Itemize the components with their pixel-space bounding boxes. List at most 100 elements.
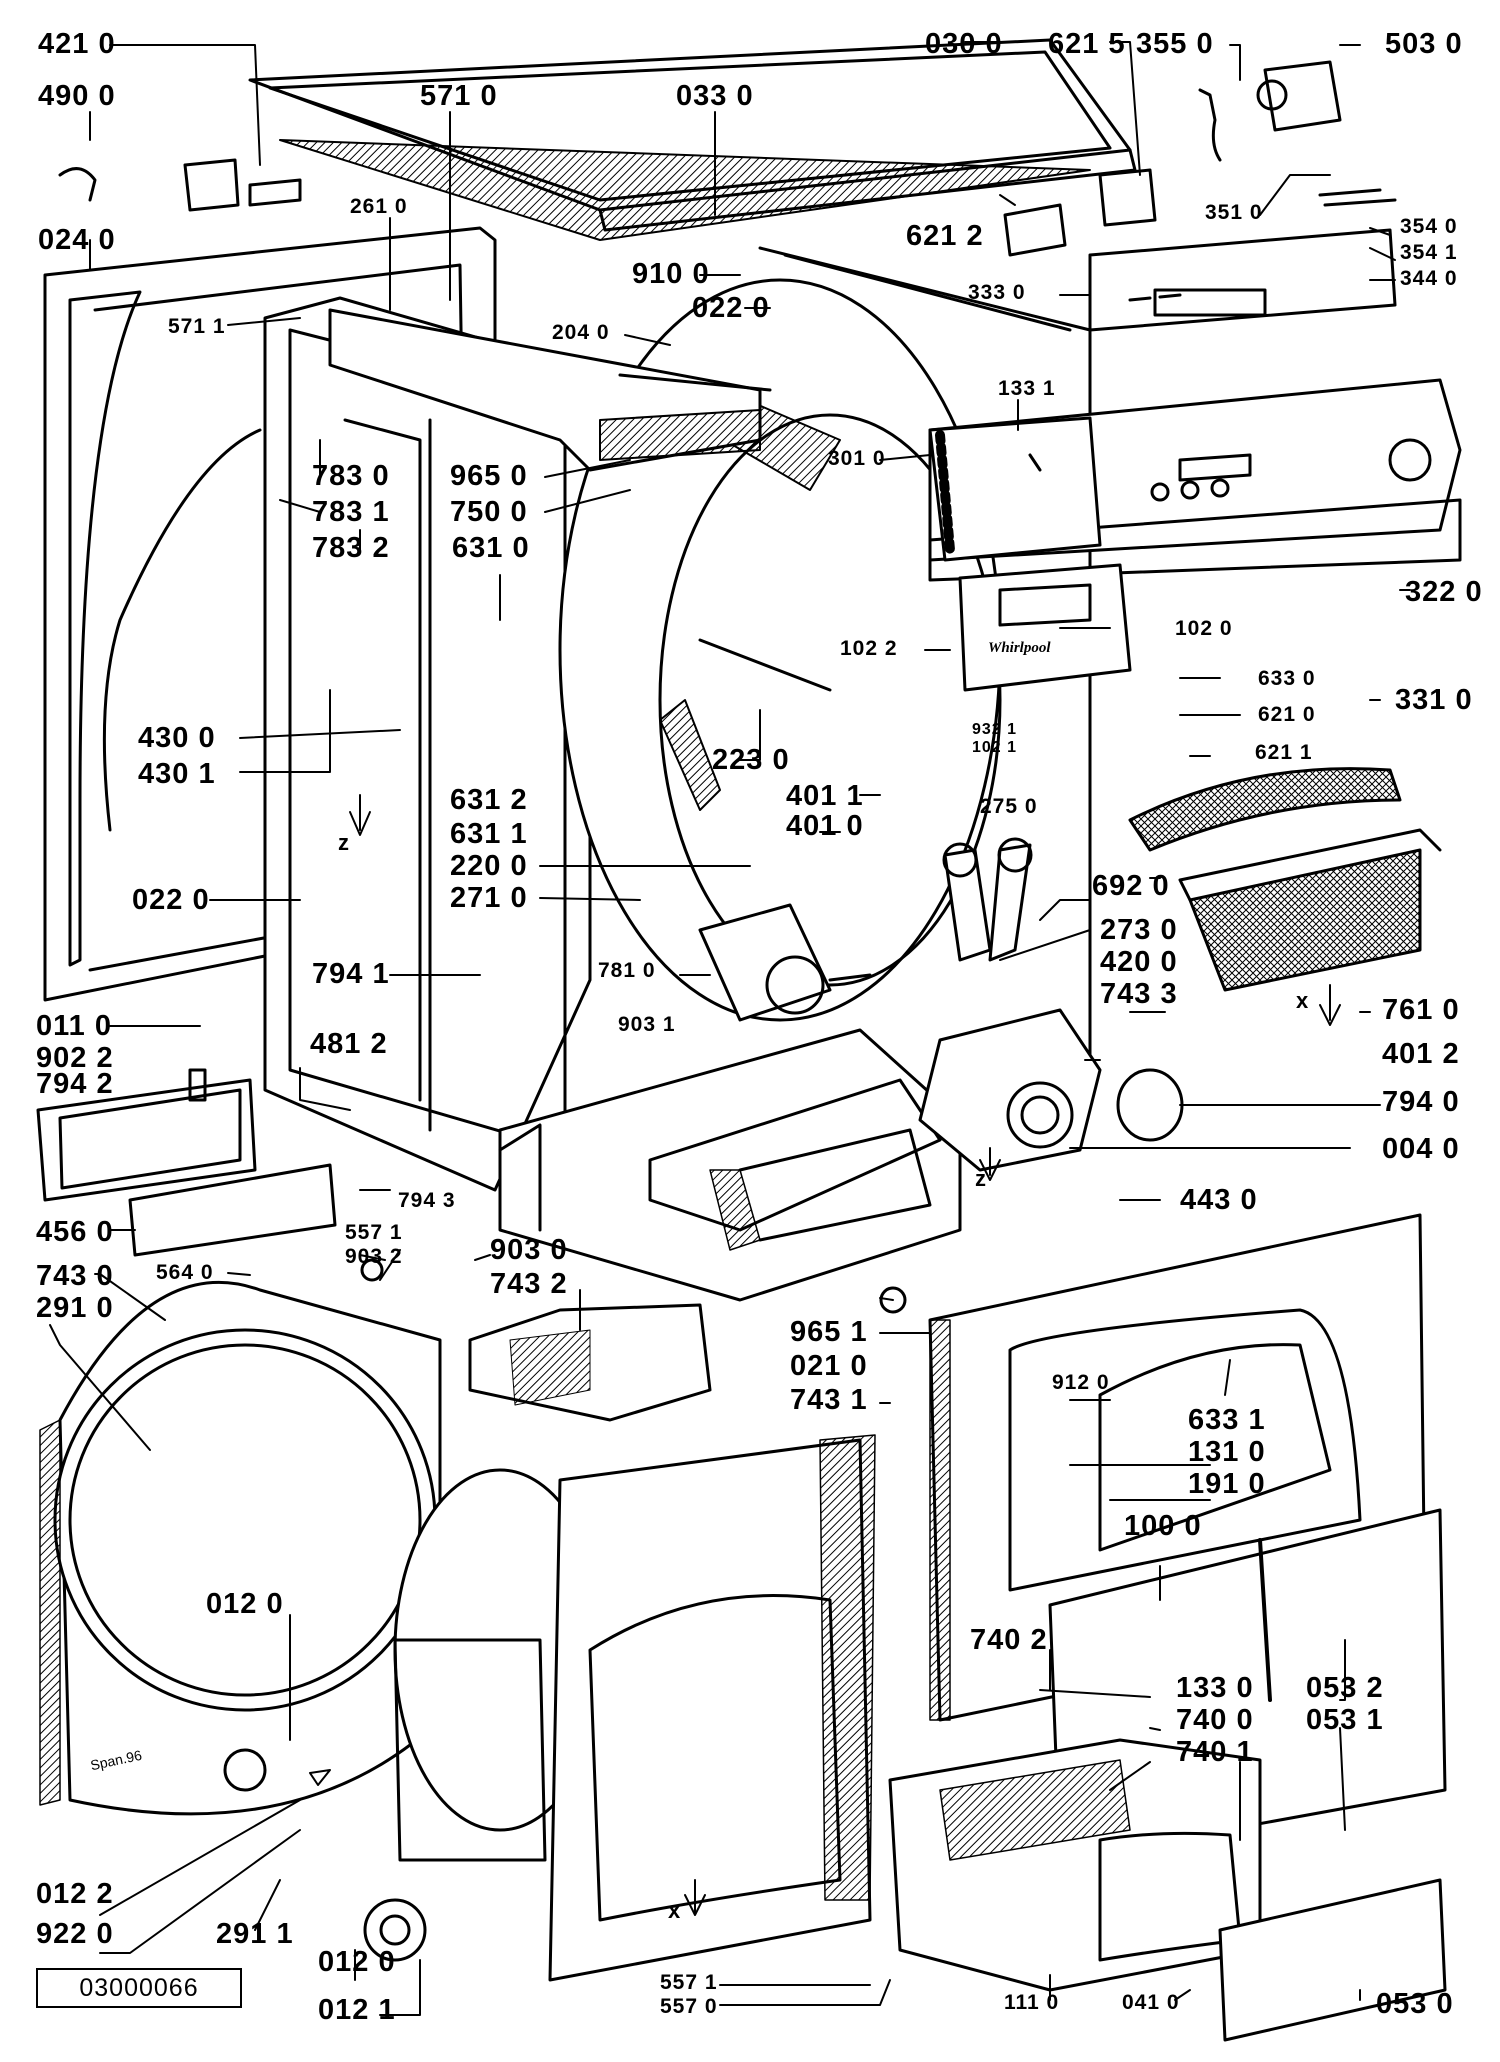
part-label: 355 0	[1136, 28, 1214, 60]
part-label: 633 0	[1258, 667, 1316, 690]
part-label: 783 1	[312, 496, 390, 528]
tension-arm-part	[942, 837, 1033, 962]
part-label: 102 0	[1175, 617, 1233, 640]
part-label: 557 1	[345, 1221, 403, 1244]
part-label: 932 1	[972, 721, 1018, 738]
part-label: 965 0	[450, 460, 528, 492]
part-label: 102 1	[972, 739, 1018, 756]
part-label: 322 0	[1405, 576, 1483, 608]
part-label: 133 1	[998, 377, 1056, 400]
part-label: 421 0	[38, 28, 116, 60]
part-label: 331 0	[1395, 684, 1473, 716]
belt-ring-part	[1116, 1068, 1184, 1142]
top-cover-part	[248, 38, 1137, 241]
part-label: 022 0	[692, 292, 770, 324]
part-label: 354 1	[1400, 241, 1458, 264]
direction-arrows	[309, 794, 1341, 1916]
part-label: 430 0	[138, 722, 216, 754]
part-label: 420 0	[1100, 946, 1178, 978]
kick-panel-part	[1218, 1878, 1447, 2042]
heater-assembly-part	[498, 1028, 962, 1302]
part-label: 564 0	[156, 1261, 214, 1284]
part-label: 794 2	[36, 1068, 114, 1100]
part-label: 621 2	[906, 220, 984, 252]
part-label: 902 2	[36, 1042, 114, 1074]
part-label: 631 1	[450, 818, 528, 850]
part-label: 740 0	[1176, 1704, 1254, 1736]
part-label: 743 3	[1100, 978, 1178, 1010]
part-label: 621 5	[1048, 28, 1126, 60]
part-label: 456 0	[36, 1216, 114, 1248]
part-label: 910 0	[632, 258, 710, 290]
part-label: 631 0	[452, 532, 530, 564]
part-label: 100 0	[1124, 1510, 1202, 1542]
part-label: 041 0	[1122, 1991, 1180, 2014]
part-label: 275 0	[980, 795, 1038, 818]
part-label: 740 1	[1176, 1736, 1254, 1768]
part-label: 794 1	[312, 958, 390, 990]
part-label: 781 0	[598, 959, 656, 982]
part-label: 204 0	[552, 321, 610, 344]
part-label: 220 0	[450, 850, 528, 882]
fan-housing-part	[918, 1008, 1102, 1172]
part-label: 783 2	[312, 532, 390, 564]
leader-lines	[49, 41, 1411, 2016]
filter-drawer-part	[888, 1738, 1262, 1992]
part-label: 012 0	[206, 1588, 284, 1620]
front-bulkhead-part	[393, 1434, 876, 1982]
part-label: 021 0	[790, 1350, 868, 1382]
part-label: 401 1	[786, 780, 864, 812]
part-label: 004 0	[1382, 1133, 1460, 1165]
arrow-mark: x	[1296, 988, 1310, 1013]
part-label: 033 0	[676, 80, 754, 112]
hardware-parts	[58, 158, 907, 1962]
part-label: 291 1	[216, 1918, 294, 1950]
part-label: 053 1	[1306, 1704, 1384, 1736]
part-label: 740 2	[970, 1624, 1048, 1656]
part-label: 794 0	[1382, 1086, 1460, 1118]
part-label: 965 1	[790, 1316, 868, 1348]
part-label: 750 0	[450, 496, 528, 528]
part-label: 794 3	[398, 1189, 456, 1212]
rear-drum-shield-part	[39, 1280, 442, 1816]
cabinet-frame-part	[263, 296, 592, 1192]
part-label: 102 2	[840, 637, 898, 660]
air-duct-part	[468, 1303, 712, 1422]
part-label: 631 2	[450, 784, 528, 816]
top-rail-part	[328, 308, 772, 472]
part-label: 481 2	[310, 1028, 388, 1060]
part-label: 761 0	[1382, 994, 1460, 1026]
part-label: 443 0	[1180, 1184, 1258, 1216]
base-seal-part	[36, 1078, 257, 1202]
part-label: 291 0	[36, 1292, 114, 1324]
part-label: 053 0	[1376, 1988, 1454, 2020]
part-label: 557 0	[660, 1995, 718, 2018]
part-label: 903 1	[618, 1013, 676, 1036]
part-label: 557 1	[660, 1971, 718, 1994]
part-label: 503 0	[1385, 28, 1463, 60]
part-label: 401 0	[786, 810, 864, 842]
motor-part	[698, 903, 872, 1022]
part-label: 621 0	[1258, 703, 1316, 726]
part-label: 012 2	[36, 1878, 114, 1910]
brand-logo: Whirlpool	[988, 640, 1051, 656]
part-label: 333 0	[968, 281, 1026, 304]
part-label: 430 1	[138, 758, 216, 790]
part-label: 011 0	[36, 1010, 112, 1042]
part-label: 301 0	[828, 447, 886, 470]
arrow-mark: x	[668, 1898, 682, 1923]
part-label: 273 0	[1100, 914, 1178, 946]
display-module-part	[958, 563, 1132, 692]
part-label: 012 1	[318, 1994, 396, 2026]
part-label: 621 1	[1255, 741, 1313, 764]
part-label: 111 0	[1004, 1991, 1060, 2014]
electronics-box-part	[928, 416, 1102, 562]
control-electronics-part	[1003, 60, 1397, 332]
part-label: 351 0	[1205, 201, 1263, 224]
gasket-strip-part	[128, 1163, 337, 1257]
part-label: 271 0	[450, 882, 528, 914]
part-label: 133 0	[1176, 1672, 1254, 1704]
part-label: 912 0	[1052, 1371, 1110, 1394]
part-label: 783 0	[312, 460, 390, 492]
